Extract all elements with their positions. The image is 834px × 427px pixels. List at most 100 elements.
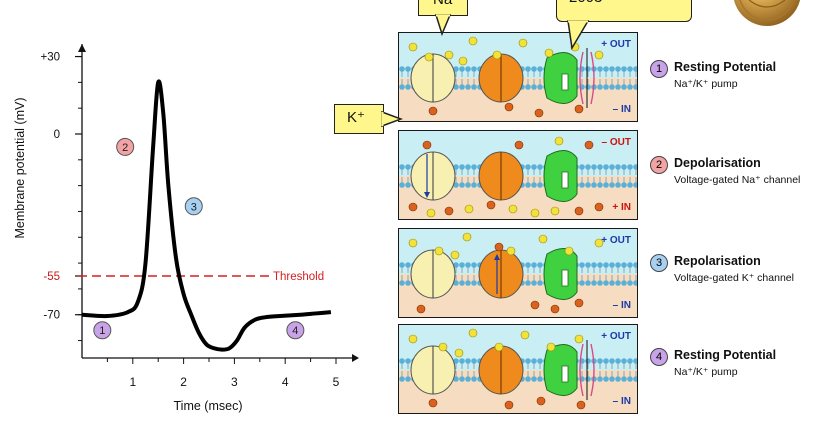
potassium-ion <box>550 304 560 314</box>
potassium-ion <box>574 104 584 114</box>
x-tick-label: 3 <box>231 375 238 389</box>
potassium-ion <box>574 298 584 308</box>
sodium-ion <box>450 250 460 260</box>
sodium-ion <box>438 342 448 352</box>
sodium-ion <box>538 234 548 244</box>
x-tick-label: 4 <box>282 375 289 389</box>
potassium-ion <box>486 200 496 210</box>
potassium-channel <box>478 345 524 395</box>
sodium-potassium-pump <box>543 52 578 104</box>
outside-charge-label: + OUT <box>601 235 631 246</box>
k-callout-label: K⁺ <box>347 109 365 126</box>
potassium-ion <box>576 400 586 410</box>
inside-charge-label: – IN <box>612 300 631 311</box>
potassium-ion <box>494 242 504 252</box>
gold-medal-image <box>733 0 801 26</box>
stage-marker-4 <box>286 321 305 340</box>
sodium-ion <box>468 36 478 46</box>
legend-subtitle: Na⁺/K⁺ pump <box>674 366 738 378</box>
potassium-ion <box>428 106 438 116</box>
legend-number: 2 <box>650 156 668 174</box>
legend-title: Repolarisation <box>674 254 761 268</box>
sodium-ion <box>468 328 478 338</box>
sodium-channel <box>410 249 456 299</box>
sodium-ion <box>424 52 434 62</box>
inside-charge-label: – IN <box>612 396 631 407</box>
sodium-ion <box>462 232 472 242</box>
potassium-ion <box>594 202 604 212</box>
potassium-ion <box>422 140 432 150</box>
y-tick-label: 0 <box>54 129 60 141</box>
sodium-ion <box>494 342 504 352</box>
year-callout: 2003 <box>556 0 692 22</box>
stage-marker-label: 1 <box>99 325 105 337</box>
outside-charge-label: + OUT <box>601 331 631 342</box>
y-tick-label: -70 <box>43 310 60 322</box>
sodium-ion <box>544 48 554 58</box>
potassium-ion <box>444 206 454 216</box>
potassium-ion <box>408 202 418 212</box>
potassium-ion <box>584 140 594 150</box>
sodium-ion <box>554 136 564 146</box>
potassium-ion <box>536 396 546 406</box>
na-callout-label: Na⁺ <box>433 0 460 8</box>
year-callout-pointer <box>567 20 590 50</box>
membrane-potential-curve <box>81 79 332 352</box>
sodium-ion <box>492 50 502 60</box>
legend-subtitle: Na⁺/K⁺ pump <box>674 78 738 90</box>
sodium-ion <box>458 56 468 66</box>
na-callout-pointer <box>434 14 452 36</box>
sodium-ion <box>564 246 574 256</box>
potassium-ion <box>504 102 514 112</box>
sodium-ion <box>444 50 454 60</box>
sodium-channel <box>410 151 456 201</box>
stage-marker-label: 4 <box>292 325 298 337</box>
pump-arrows <box>579 48 595 108</box>
sodium-ion <box>426 208 436 218</box>
sodium-ion <box>508 204 518 214</box>
legend-subtitle: Voltage-gated Na⁺ channel <box>674 174 801 186</box>
k-callout-pointer <box>381 110 403 128</box>
x-tick-label: 5 <box>333 375 340 389</box>
sodium-ion <box>520 330 530 340</box>
potassium-channel <box>478 249 524 299</box>
potassium-ion <box>416 304 426 314</box>
membrane-panel-3: + OUT – IN <box>398 228 638 318</box>
year-callout-label: 2003 <box>569 0 602 6</box>
x-axis-label: Time (msec) <box>174 399 243 413</box>
stage-marker-3 <box>184 197 203 216</box>
potassium-ion <box>574 206 584 216</box>
stage-marker-2 <box>116 137 135 156</box>
sodium-ion <box>434 246 444 256</box>
sodium-potassium-pump <box>543 344 578 396</box>
y-axis-label: Membrane potential (mV) <box>13 97 27 238</box>
potassium-ion <box>428 398 438 408</box>
inside-charge-label: – IN <box>612 104 631 115</box>
legend-number: 4 <box>650 348 668 366</box>
potassium-ion <box>534 108 544 118</box>
sodium-ion <box>408 238 418 248</box>
pump-arrows <box>579 340 595 400</box>
y-axis-arrow <box>78 44 86 52</box>
sodium-ion <box>594 50 604 60</box>
legend-title: Resting Potential <box>674 348 777 362</box>
legend-number: 1 <box>650 60 668 78</box>
membrane-panel-2: – OUT+ IN <box>398 130 638 220</box>
sodium-ion <box>408 42 418 52</box>
potassium-channel <box>478 53 524 103</box>
stage-marker-label: 3 <box>191 201 197 213</box>
k-ion-callout: K⁺ <box>334 104 384 134</box>
membrane-panel-1: + OUT– IN <box>398 32 638 122</box>
x-tick-label: 1 <box>129 375 136 389</box>
potassium-ion <box>504 400 514 410</box>
legend-number: 3 <box>650 254 668 272</box>
inside-charge-label: + IN <box>612 202 631 213</box>
stage-marker-1 <box>93 321 112 340</box>
potassium-ion <box>514 140 524 150</box>
sodium-channel <box>410 345 456 395</box>
sodium-ion <box>408 334 418 344</box>
